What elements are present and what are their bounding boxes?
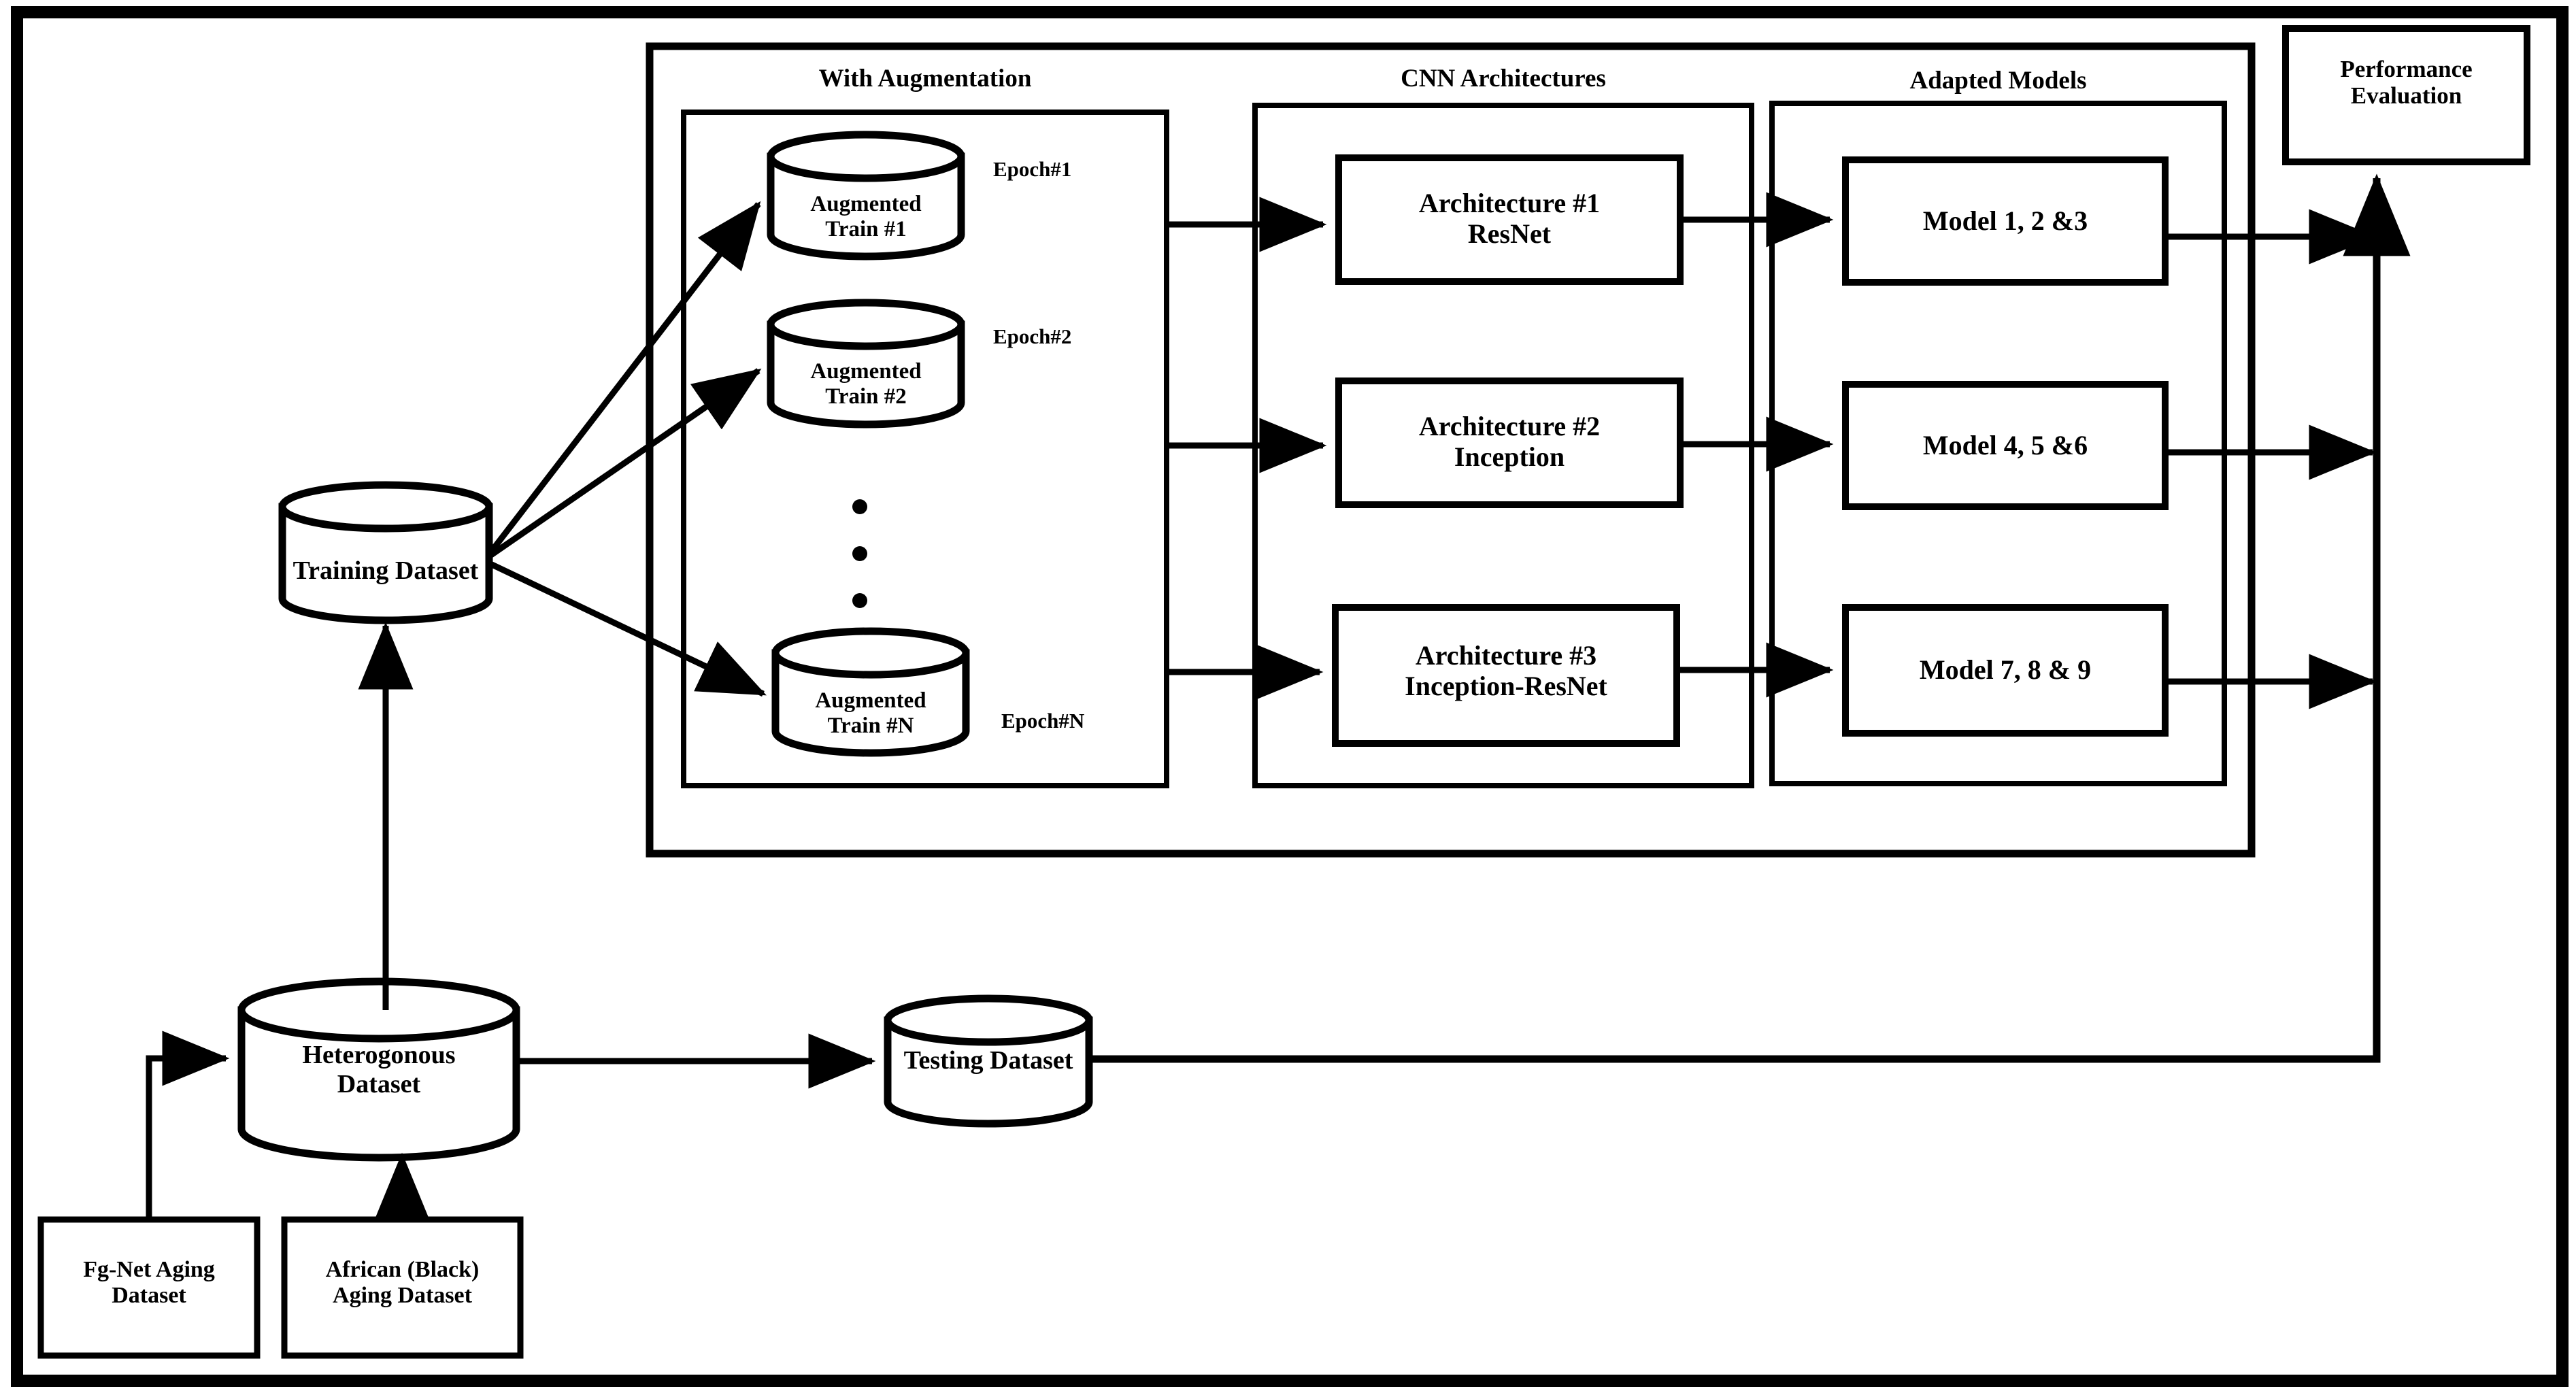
fgnet-dataset-box[interactable] — [37, 1216, 261, 1359]
model-box-2[interactable] — [1842, 381, 2169, 510]
testing-dataset-cylinder[interactable] — [884, 994, 1093, 1128]
architecture-2-box[interactable] — [1335, 377, 1684, 508]
edge-training-to-augmented-1 — [486, 201, 761, 556]
training-dataset-cylinder[interactable] — [278, 481, 493, 624]
augmentation-group-box — [681, 110, 1169, 788]
model-box-1[interactable] — [1842, 156, 2169, 286]
model-box-3[interactable] — [1842, 604, 2169, 737]
outer-frame — [11, 6, 2569, 1387]
heterogenous-dataset-cylinder[interactable] — [237, 977, 520, 1162]
performance-evaluation-box[interactable] — [2282, 25, 2530, 165]
augmented-train-1-cylinder[interactable] — [767, 131, 965, 261]
augmented-train-n-cylinder[interactable] — [771, 627, 970, 757]
architecture-3-box[interactable] — [1332, 604, 1680, 747]
architecture-1-box[interactable] — [1335, 154, 1684, 285]
edge-training-to-augmented-n — [488, 560, 767, 697]
edge-testing-to-evaluation — [1089, 173, 2411, 1063]
african-dataset-box[interactable] — [281, 1216, 524, 1359]
edge-training-to-augmented-2 — [487, 368, 762, 559]
augmented-train-2-cylinder[interactable] — [767, 299, 965, 429]
vertical-ellipsis-icon — [852, 499, 867, 608]
edge-fgnet-to-heterogenous — [146, 1030, 230, 1220]
